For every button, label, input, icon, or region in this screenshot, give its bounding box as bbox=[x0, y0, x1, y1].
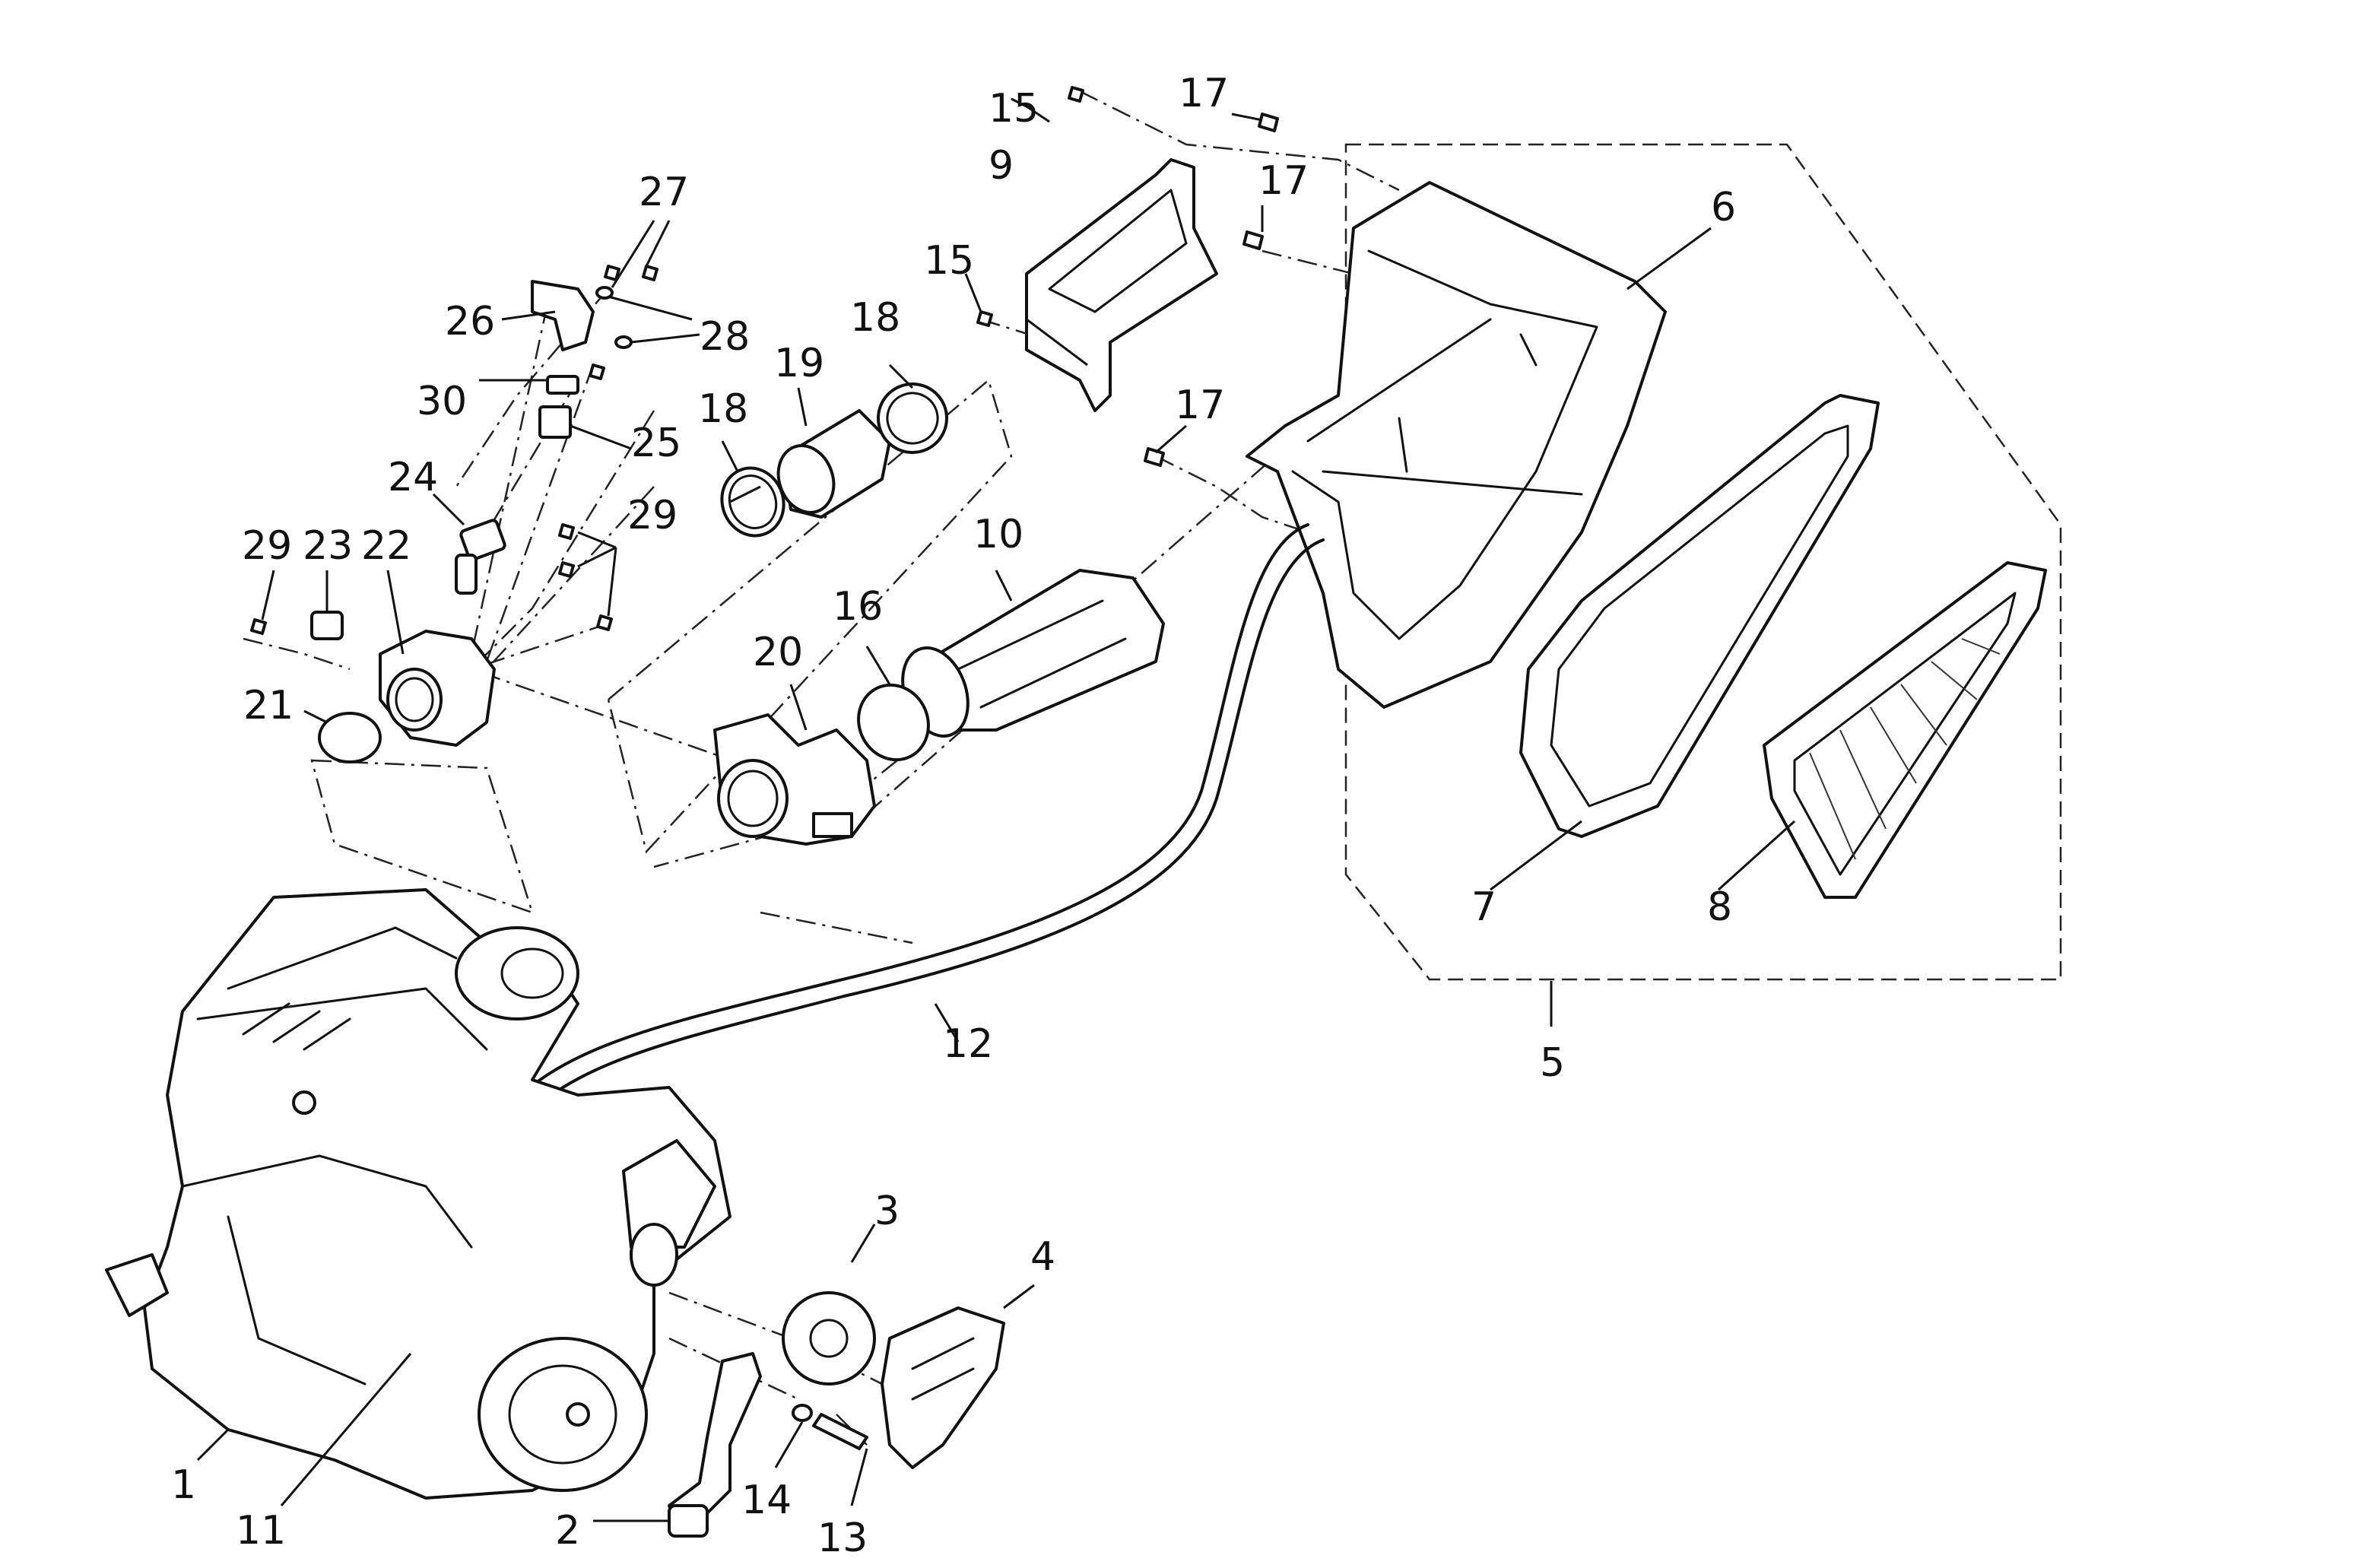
callout-9: 9 bbox=[989, 143, 1014, 189]
fuel-connector bbox=[531, 280, 595, 351]
callout-12: 12 bbox=[943, 1021, 993, 1067]
callout-19: 19 bbox=[774, 341, 824, 386]
airbox-gasket bbox=[1519, 394, 1880, 838]
callout-27: 27 bbox=[639, 170, 689, 215]
callout-11: 11 bbox=[236, 1508, 286, 1554]
airbox-assembly-boundary bbox=[1344, 143, 2062, 981]
mounting-bracket bbox=[1025, 158, 1218, 412]
hose-clamp-18a bbox=[720, 466, 785, 538]
bolts bbox=[250, 86, 1279, 635]
callout-4: 4 bbox=[1030, 1234, 1055, 1280]
engine bbox=[105, 888, 732, 1500]
callout-labels: 1 2 3 4 5 6 7 8 9 10 11 12 13 14 15 15 1… bbox=[171, 71, 1736, 1561]
callout-30: 30 bbox=[417, 379, 467, 424]
rubber-boot-19 bbox=[776, 409, 891, 519]
o-ring bbox=[318, 712, 382, 763]
callout-1: 1 bbox=[171, 1462, 196, 1508]
callout-16: 16 bbox=[833, 584, 883, 630]
clip-25 bbox=[538, 405, 572, 439]
bolt-13 bbox=[812, 1413, 868, 1450]
filter-pleats bbox=[1809, 638, 2001, 860]
leader-lines bbox=[196, 97, 1796, 1522]
sprocket bbox=[782, 1291, 876, 1385]
lever bbox=[668, 1352, 762, 1538]
intake-flange bbox=[379, 630, 496, 747]
callout-14: 14 bbox=[741, 1478, 792, 1523]
intake-clamp bbox=[857, 683, 930, 762]
callout-20: 20 bbox=[753, 630, 803, 675]
callout-29b: 29 bbox=[627, 493, 678, 538]
callout-17c: 17 bbox=[1175, 382, 1225, 428]
callout-21: 21 bbox=[243, 683, 294, 728]
clip-30 bbox=[546, 375, 579, 395]
callout-26: 26 bbox=[445, 299, 495, 344]
callout-5: 5 bbox=[1540, 1040, 1565, 1086]
intake-duct bbox=[901, 569, 1165, 738]
hose-clamp-18b bbox=[877, 382, 948, 454]
callout-10: 10 bbox=[973, 512, 1023, 557]
callout-18b: 18 bbox=[698, 386, 748, 432]
callout-6: 6 bbox=[1711, 185, 1736, 230]
callout-3: 3 bbox=[874, 1189, 900, 1234]
callout-17b: 17 bbox=[1258, 158, 1309, 204]
callout-18a: 18 bbox=[850, 295, 900, 341]
callout-7: 7 bbox=[1471, 884, 1496, 930]
washers-28 bbox=[595, 286, 633, 349]
washer-14 bbox=[792, 1404, 813, 1422]
callout-2: 2 bbox=[555, 1508, 580, 1554]
sprocket-cover bbox=[881, 1306, 1005, 1469]
throttle-body bbox=[713, 713, 876, 846]
callout-24: 24 bbox=[388, 455, 438, 500]
callout-17a: 17 bbox=[1179, 71, 1229, 116]
callout-8: 8 bbox=[1707, 884, 1732, 930]
callout-25: 25 bbox=[631, 421, 681, 466]
airbox-housing bbox=[1246, 181, 1667, 709]
sensor-23 bbox=[310, 611, 344, 640]
fuel-injector bbox=[455, 519, 506, 595]
callout-15b: 15 bbox=[924, 238, 974, 284]
callout-13: 13 bbox=[817, 1516, 868, 1561]
callout-22: 22 bbox=[361, 523, 411, 569]
air-filter bbox=[1763, 561, 2047, 899]
callout-28: 28 bbox=[700, 314, 750, 360]
callout-29a: 29 bbox=[242, 523, 292, 569]
callout-23: 23 bbox=[303, 523, 353, 569]
callout-15a: 15 bbox=[989, 86, 1039, 132]
